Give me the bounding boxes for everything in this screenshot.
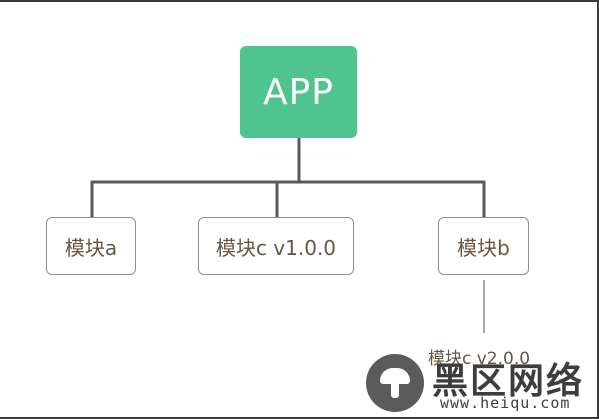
module-b-node: 模块b [438, 217, 529, 275]
frame-top-border [0, 0, 599, 2]
frame-bottom-border [0, 417, 599, 419]
module-b-label: 模块b [457, 235, 510, 260]
module-a-label: 模块a [64, 235, 118, 260]
app-root-label: APP [262, 71, 335, 113]
watermark-title: 黑区网络 [432, 361, 585, 402]
module-c-v1-node: 模块c v1.0.0 [198, 217, 354, 275]
module-c-v2-label: 模块c v2.0.0 [428, 349, 531, 369]
module-a-node: 模块a [46, 217, 136, 275]
watermark-url: www.heiqu.com [440, 394, 571, 412]
mushroom-logo-icon [366, 354, 424, 412]
app-root-node: APP [240, 46, 357, 138]
watermark: 黑区网络 www.heiqu.com [362, 350, 597, 416]
module-c-v1-label: 模块c v1.0.0 [215, 235, 337, 260]
frame-right-border [597, 0, 599, 419]
